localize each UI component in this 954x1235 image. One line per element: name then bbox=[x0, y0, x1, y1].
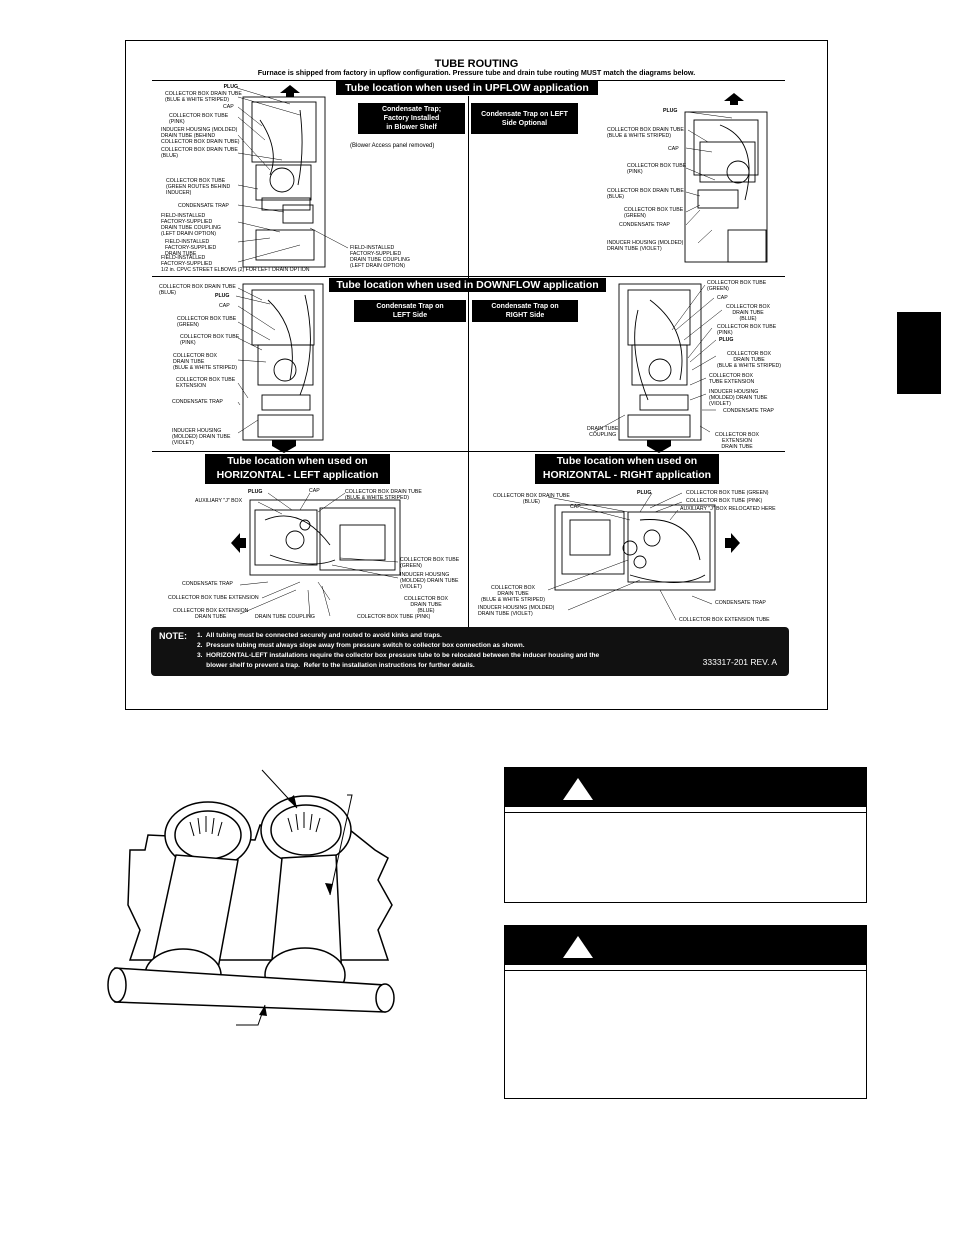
upflow-box-left: Condensate Trap; Factory Installed in Bl… bbox=[358, 103, 465, 134]
upflow-box-right: Condensate Trap on LEFT Side Optional bbox=[471, 103, 578, 134]
note-item: 1. All tubing must be connected securely… bbox=[197, 632, 442, 639]
downflow-heading: Tube location when used in DOWNFLOW appl… bbox=[329, 278, 606, 292]
upflow-left-label: CONDENSATE TRAP bbox=[178, 203, 229, 209]
downflow-right-label: INDUCER HOUSING (MOLDED) DRAIN TUBE (VIO… bbox=[709, 389, 768, 407]
upflow-right-label: CAP bbox=[668, 146, 679, 152]
note-item: blower shelf to prevent a trap. Refer to… bbox=[197, 662, 475, 669]
downflow-left-label: COLLECTOR BOX DRAIN TUBE (BLUE) bbox=[159, 284, 236, 296]
horizontal-right-label: CONDENSATE TRAP bbox=[715, 600, 766, 606]
upflow-left-label: FIELD-INSTALLED FACTORY-SUPPLIED 1/2 in.… bbox=[161, 255, 310, 273]
downflow-right-label: CAP bbox=[717, 295, 728, 301]
downflow-left-label: CONDENSATE TRAP bbox=[172, 399, 223, 405]
horizontal-right-label: CAP bbox=[570, 504, 581, 510]
downflow-right-label: COLLECTOR BOX TUBE (PINK) bbox=[717, 324, 777, 336]
horizontal-right-label: COLLECTOR BOX TUBE (GREEN) bbox=[686, 490, 769, 496]
upflow-right-label: CONDENSATE TRAP bbox=[619, 222, 670, 228]
horizontal-left-label: COLLECTOR BOX EXTENSION DRAIN TUBE bbox=[173, 608, 249, 620]
upflow-right-label: PLUG bbox=[663, 108, 678, 114]
horizontal-right-label: COLLECTOR BOX DRAIN TUBE (BLUE) bbox=[493, 493, 570, 505]
downflow-right-label: COLLECTOR BOX TUBE EXTENSION bbox=[709, 373, 755, 385]
downflow-right-label: DRAIN TUBE COUPLING bbox=[587, 426, 619, 438]
note-panel: NOTE: 1. All tubing must be connected se… bbox=[151, 627, 789, 676]
warning-box bbox=[504, 925, 867, 1099]
downflow-right-label: COLLECTOR BOX TUBE (GREEN) bbox=[707, 280, 767, 292]
downflow-left-label: COLLECTOR BOX TUBE (PINK) bbox=[180, 334, 240, 346]
upflow-left-label: FIELD-INSTALLED FACTORY-SUPPLIED DRAIN T… bbox=[165, 239, 217, 257]
downflow-right-label: CONDENSATE TRAP bbox=[723, 408, 774, 414]
downflow-left-label: COLLECTOR BOX TUBE EXTENSION bbox=[176, 377, 236, 389]
warning-header bbox=[505, 926, 866, 965]
warning-box bbox=[504, 767, 867, 903]
horizontal-left-label: COLLECTOR BOX DRAIN TUBE (BLUE) bbox=[404, 596, 449, 614]
note-label: NOTE: bbox=[159, 631, 187, 641]
horizontal-left-heading: Tube location when used on HORIZONTAL - … bbox=[205, 454, 390, 484]
horizontal-right-label: COLLECTOR BOX DRAIN TUBE (BLUE & WHITE S… bbox=[481, 585, 545, 603]
downflow-box-right: Condensate Trap on RIGHT Side bbox=[472, 300, 578, 322]
horizontal-right-heading: Tube location when used on HORIZONTAL - … bbox=[535, 454, 719, 484]
horizontal-right-label: INDUCER HOUSING (MOLDED) DRAIN TUBE (VIO… bbox=[478, 605, 555, 617]
horizontal-right-label: COLLECTOR BOX EXTENSION TUBE bbox=[679, 617, 770, 623]
horizontal-left-label: DRAIN TUBE COUPLING bbox=[255, 614, 315, 620]
downflow-left-label: COLLECTOR BOX TUBE (GREEN) bbox=[177, 316, 237, 328]
tube-routing-label bbox=[125, 40, 828, 710]
downflow-right-label: COLLECTOR BOX DRAIN TUBE (BLUE) bbox=[726, 304, 771, 322]
note-item: 2. Pressure tubing must always slope awa… bbox=[197, 642, 525, 649]
warning-divider bbox=[505, 807, 866, 813]
upflow-panel-note: (Blower Access panel removed) bbox=[350, 143, 435, 149]
warning-header bbox=[505, 768, 866, 807]
horizontal-left-label: COLLECTOR BOX TUBE EXTENSION bbox=[168, 595, 259, 601]
downflow-right-label: COLLECTOR BOX EXTENSION DRAIN TUBE bbox=[715, 432, 760, 450]
part-number: 333317-201 REV. A bbox=[702, 657, 777, 667]
upflow-left-label: COLLECTOR BOX DRAIN TUBE (BLUE) bbox=[161, 147, 238, 159]
divider-vertical bbox=[468, 96, 469, 627]
downflow-left-label: COLLECTOR BOX DRAIN TUBE (BLUE & WHITE S… bbox=[173, 353, 237, 371]
upflow-right-label: COLLECTOR BOX TUBE (GREEN) bbox=[624, 207, 684, 219]
warning-triangle-icon bbox=[563, 936, 593, 958]
horizontal-right-label: COLLECTOR BOX TUBE (PINK) bbox=[686, 498, 763, 504]
warning-triangle-icon bbox=[563, 778, 593, 800]
downflow-left-label: PLUG bbox=[215, 293, 230, 299]
upflow-left-label: CAP bbox=[223, 104, 234, 110]
downflow-left-label: INDUCER HOUSING (MOLDED) DRAIN TUBE (VIO… bbox=[172, 428, 231, 446]
downflow-box-left: Condensate Trap on LEFT Side bbox=[354, 300, 466, 322]
note-item: 3. HORIZONTAL-LEFT installations require… bbox=[197, 652, 600, 659]
upflow-left-label: FIELD-INSTALLED FACTORY-SUPPLIED DRAIN T… bbox=[161, 213, 221, 237]
downflow-left-label: CAP bbox=[219, 303, 230, 309]
horizontal-left-label: COLLECTOR BOX TUBE (GREEN) bbox=[400, 557, 460, 569]
label-title: TUBE ROUTING bbox=[434, 58, 519, 70]
horizontal-left-label: PLUG bbox=[248, 489, 263, 495]
upflow-heading: Tube location when used in UPFLOW applic… bbox=[336, 81, 598, 95]
horizontal-left-label: INDUCER HOUSING (MOLDED) DRAIN TUBE (VIO… bbox=[400, 572, 459, 590]
upflow-right-label: COLLECTOR BOX DRAIN TUBE (BLUE & WHITE S… bbox=[607, 127, 684, 139]
section-tab bbox=[897, 312, 941, 394]
upflow-left-label: PLUG bbox=[223, 84, 238, 90]
divider-top bbox=[152, 80, 785, 81]
label-subtitle: Furnace is shipped from factory in upflo… bbox=[257, 68, 696, 77]
horizontal-left-label: COLLECTOR BOX DRAIN TUBE (BLUE & WHITE S… bbox=[345, 489, 422, 501]
warning-divider bbox=[505, 965, 866, 971]
upflow-right-label: COLLECTOR BOX TUBE (PINK) bbox=[627, 163, 687, 175]
upflow-left-label: INDUCER HOUSING (MOLDED) DRAIN TUBE (BEH… bbox=[161, 127, 240, 145]
upflow-left-label: COLLECTOR BOX TUBE (GREEN ROUTES BEHIND … bbox=[166, 178, 231, 196]
upflow-right-label: COLLECTOR BOX DRAIN TUBE (BLUE) bbox=[607, 188, 684, 200]
upflow-left-label: COLLECTOR BOX DRAIN TUBE (BLUE & WHITE S… bbox=[165, 91, 242, 103]
horizontal-left-label: AUXILIARY "J" BOX bbox=[195, 498, 243, 504]
horizontal-left-label: CONDENSATE TRAP bbox=[182, 581, 233, 587]
horizontal-left-label: CAP bbox=[309, 488, 320, 494]
upflow-right-label: INDUCER HOUSING (MOLDED) DRAIN TUBE (VIO… bbox=[607, 240, 684, 252]
horizontal-left-label: COLECTOR BOX TUBE (PINK) bbox=[357, 614, 431, 620]
downflow-right-label: COLLECTOR BOX DRAIN TUBE (BLUE & WHITE S… bbox=[717, 351, 781, 369]
upflow-left-label: FIELD-INSTALLED FACTORY-SUPPLIED DRAIN T… bbox=[350, 245, 410, 269]
upflow-left-label: COLLECTOR BOX TUBE (PINK) bbox=[169, 113, 229, 125]
horizontal-right-label: AUXILIARY "J" BOX RELOCATED HERE bbox=[680, 506, 776, 512]
horizontal-right-label: PLUG bbox=[637, 490, 652, 496]
downflow-right-label: PLUG bbox=[719, 337, 734, 343]
